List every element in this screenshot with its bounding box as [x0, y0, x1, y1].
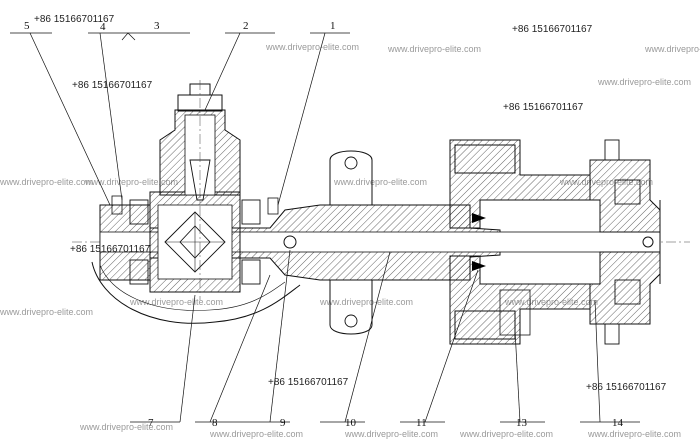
housing-belly-inner [99, 264, 286, 311]
watermark-text: www.drivepro-elite.com [644, 44, 700, 54]
watermark-text: www.drivepro-elite.com [587, 429, 681, 439]
watermark-text: www.drivepro-elite.com [333, 177, 427, 187]
wheel-stud [604, 323, 620, 345]
phone-text: +86 15166701167 [70, 244, 151, 255]
right-bearing [241, 259, 261, 285]
part-labels: 5 4 3 2 1 7 8 9 10 11 13 14 [24, 20, 624, 429]
watermark-text: www.drivepro-elite.com [0, 177, 93, 187]
bolt [111, 195, 123, 215]
part-label-10: 10 [345, 417, 357, 429]
phone-text: +86 15166701167 [268, 377, 349, 388]
watermark-text: www.drivepro-elite.com [265, 42, 359, 52]
spring-seat-upper [329, 150, 373, 205]
spring-seat-hole [344, 156, 358, 170]
left-bearing [129, 199, 149, 225]
watermark-text: www.drivepro-elite.com [209, 429, 303, 439]
watermark-text: www.drivepro-elite.com [387, 44, 481, 54]
pinion-gear [189, 159, 211, 201]
axle-drawing [72, 80, 690, 345]
left-bearing [129, 259, 149, 285]
part-label-5: 5 [24, 20, 30, 32]
watermark-text: www.drivepro-elite.com [319, 297, 413, 307]
part-label-1: 1 [330, 20, 336, 32]
seal-mark [472, 213, 486, 223]
right-bearing [241, 199, 261, 225]
watermark-text: www.drivepro-elite.com [0, 307, 93, 317]
brake-drum-lower [449, 255, 591, 345]
hub-bearing [614, 179, 641, 205]
phone-overlays: +86 15166701167 +86 15166701167 +86 1516… [34, 14, 667, 393]
axle-end-cap [642, 236, 654, 248]
brake-drum-upper [449, 139, 591, 229]
watermark-text: www.drivepro-elite.com [344, 429, 438, 439]
brake-chamber [454, 310, 516, 340]
housing-belly [91, 261, 301, 324]
watermark-text: www.drivepro-elite.com [597, 77, 691, 87]
part-label-4: 4 [100, 21, 106, 33]
watermark-text: www.drivepro-elite.com [79, 422, 173, 432]
hub-bearing [614, 279, 641, 305]
spring-seat-lower [329, 280, 373, 335]
watermark-text: www.drivepro-elite.com [84, 177, 178, 187]
phone-text: +86 15166701167 [34, 14, 115, 25]
part-label-3: 3 [154, 20, 160, 32]
part-label-13: 13 [516, 417, 528, 429]
watermark-text: www.drivepro-elite.com [129, 297, 223, 307]
phone-text: +86 15166701167 [512, 24, 593, 35]
pivot-pin [283, 235, 297, 249]
phone-text: +86 15166701167 [72, 80, 153, 91]
leader-lines [10, 32, 640, 423]
brake-chamber [454, 144, 516, 174]
bolt [267, 197, 279, 215]
seal-mark [472, 261, 486, 271]
phone-text: +86 15166701167 [586, 382, 667, 393]
part-label-14: 14 [612, 417, 624, 429]
watermark-text: www.drivepro-elite.com [459, 429, 553, 439]
part-label-8: 8 [212, 417, 218, 429]
wheel-hub-upper [589, 159, 661, 233]
part-label-11: 11 [416, 417, 427, 429]
wheel-hub-lower [589, 251, 661, 325]
part-label-2: 2 [243, 20, 249, 32]
part-label-9: 9 [280, 417, 286, 429]
wheel-stud [604, 139, 620, 161]
part-label-7: 7 [148, 417, 154, 429]
phone-text: +86 15166701167 [503, 102, 584, 113]
spring-seat-hole [344, 314, 358, 328]
